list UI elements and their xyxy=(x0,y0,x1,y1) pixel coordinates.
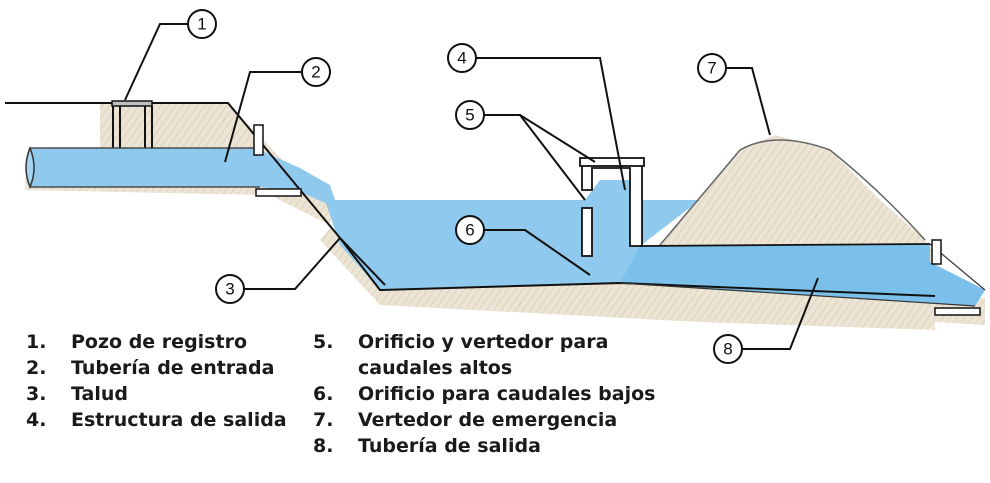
callout-2: 2 xyxy=(301,57,331,87)
outlet-pipe-water xyxy=(620,244,985,306)
callout-7: 7 xyxy=(697,53,727,83)
legend-num: 6. xyxy=(313,383,334,405)
callout-4: 4 xyxy=(447,43,477,73)
emergency-spillway-dam xyxy=(659,139,926,246)
soil-basin-bottom xyxy=(320,228,935,330)
leader-7 xyxy=(726,67,771,136)
legend-text: Talud xyxy=(71,383,128,405)
callout-6: 6 xyxy=(455,215,485,245)
callout-1-label: 1 xyxy=(197,15,206,34)
inlet-footing xyxy=(255,188,302,197)
legend-text: Orificio y vertedor para xyxy=(358,331,609,353)
callout-8-label: 8 xyxy=(723,340,732,359)
high-flow-orifice-weir xyxy=(579,157,645,167)
legend-num: 4. xyxy=(26,409,47,431)
callout-8: 8 xyxy=(713,334,743,364)
low-flow-orifice xyxy=(581,207,593,257)
legend-text: Orificio para caudales bajos xyxy=(358,383,656,405)
basin-lower-line xyxy=(339,237,386,286)
legend-item-2: 2. Tubería de entrada xyxy=(26,356,296,380)
leader-1 xyxy=(124,23,202,101)
callout-2-label: 2 xyxy=(311,63,320,82)
legend-item-6: 6. Orificio para caudales bajos xyxy=(313,382,673,406)
legend-num: 1. xyxy=(26,331,47,353)
outlet-structure xyxy=(581,159,643,247)
legend-item-4: 4. Estructura de salida xyxy=(26,408,296,432)
leader-5b xyxy=(519,114,586,201)
leader-8 xyxy=(742,277,819,350)
legend-text: caudales altos xyxy=(358,357,513,379)
legend-item-1: 1. Pozo de registro xyxy=(26,330,296,354)
callout-3: 3 xyxy=(215,274,245,304)
legend-num: 3. xyxy=(26,383,47,405)
legend-text: Pozo de registro xyxy=(71,331,247,353)
legend-item-5-cont: caudales altos xyxy=(313,356,673,380)
inlet-pipe-water xyxy=(30,148,335,205)
legend-item-8: 8. Tubería de salida xyxy=(313,434,673,458)
legend-num: 8. xyxy=(313,435,334,457)
legend-text: Tubería de salida xyxy=(358,435,541,457)
leader-2 xyxy=(224,71,302,163)
legend-item-3: 3. Talud xyxy=(26,382,296,406)
callout-4-label: 4 xyxy=(457,49,466,68)
callout-7-label: 7 xyxy=(707,59,716,78)
callout-5: 5 xyxy=(455,100,485,130)
callout-3-label: 3 xyxy=(225,280,234,299)
legend-text: Vertedor de emergencia xyxy=(358,409,618,431)
manhole-pozo-de-registro xyxy=(111,100,153,107)
leader-3 xyxy=(244,237,341,290)
legend-item-7: 7. Vertedor de emergencia xyxy=(313,408,673,432)
legend-item-5: 5. Orificio y vertedor para xyxy=(313,330,673,354)
leader-5a xyxy=(484,114,596,163)
legend-text: Estructura de salida xyxy=(71,409,287,431)
inlet-headwall xyxy=(253,124,264,156)
leader-6 xyxy=(484,229,591,276)
outlet-headwall xyxy=(931,239,942,265)
leader-4 xyxy=(476,57,626,191)
callout-6-label: 6 xyxy=(465,221,474,240)
callout-5-label: 5 xyxy=(465,106,474,125)
soil-dam xyxy=(660,135,940,262)
callout-1: 1 xyxy=(187,9,217,39)
ground-line xyxy=(5,102,936,297)
legend-num: 5. xyxy=(313,331,334,353)
legend-num: 2. xyxy=(26,357,47,379)
legend-text: Tubería de entrada xyxy=(71,357,275,379)
legend-num: 7. xyxy=(313,409,334,431)
outlet-footing xyxy=(934,307,981,316)
